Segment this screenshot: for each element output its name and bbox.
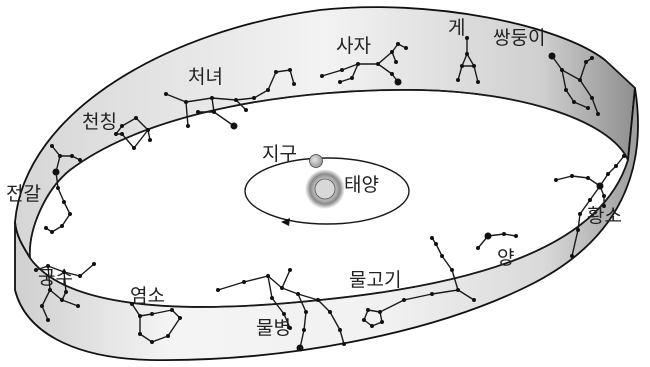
label-sagittarius: 궁수 xyxy=(38,267,73,289)
label-gemini: 쌍둥이 xyxy=(493,27,545,49)
earth xyxy=(310,155,323,168)
label-sun: 태양 xyxy=(344,174,379,196)
label-capricorn: 염소 xyxy=(130,285,165,307)
label-cancer: 게 xyxy=(448,17,465,39)
label-scorpio: 전갈 xyxy=(6,183,41,205)
label-libra: 천칭 xyxy=(82,111,117,133)
label-virgo: 처녀 xyxy=(188,66,223,88)
label-pisces: 물고기 xyxy=(349,269,401,291)
label-aries: 양 xyxy=(497,247,514,269)
label-taurus: 황소 xyxy=(587,205,622,227)
sun xyxy=(315,179,335,199)
label-earth: 지구 xyxy=(262,143,297,165)
label-aquarius: 물병 xyxy=(256,317,291,339)
label-leo: 사자 xyxy=(336,35,371,57)
